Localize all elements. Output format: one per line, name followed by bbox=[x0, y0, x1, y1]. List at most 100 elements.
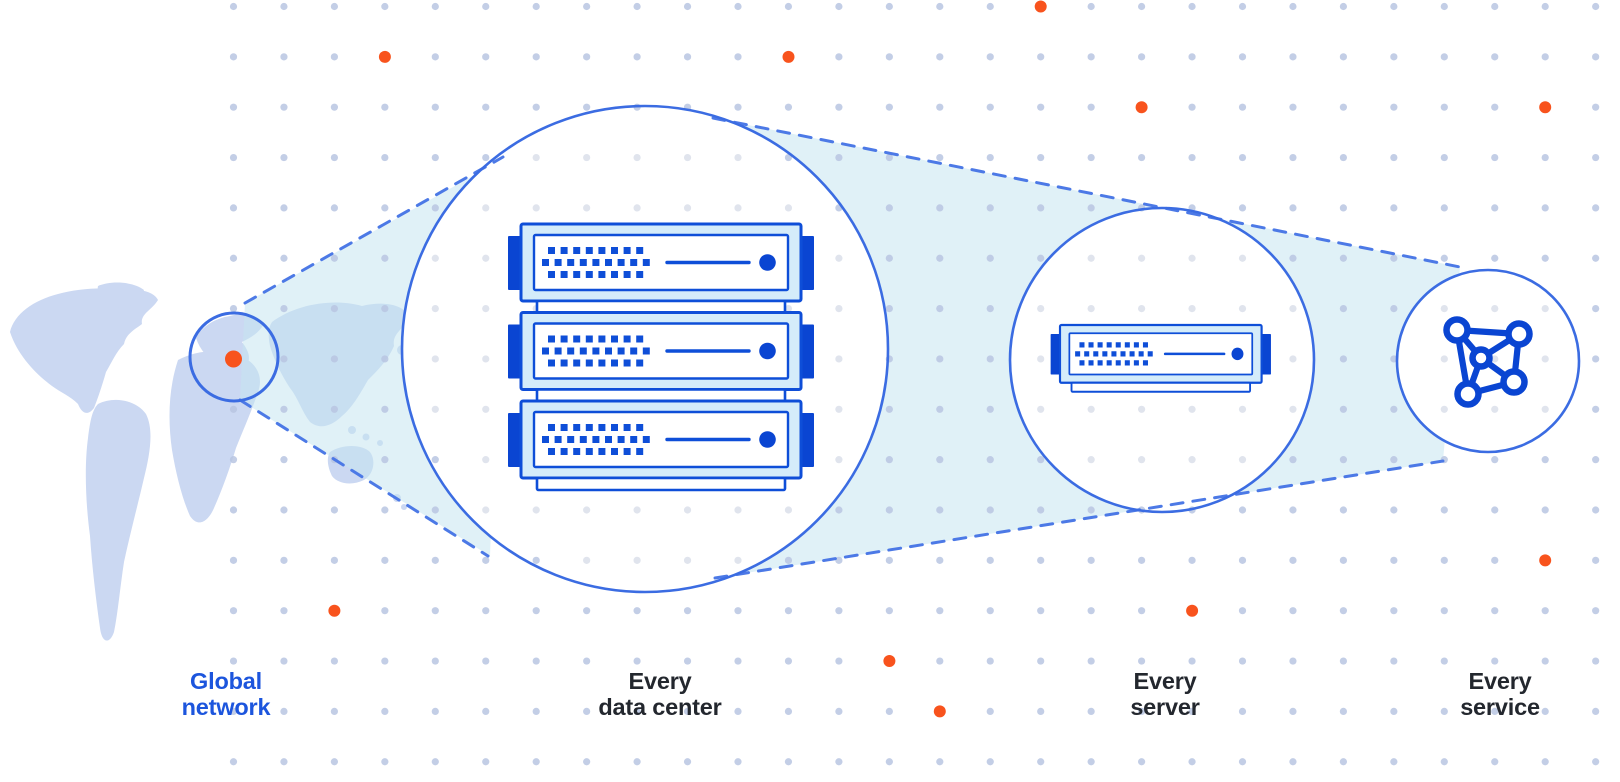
grid-dot bbox=[1238, 506, 1247, 514]
grid-dot bbox=[280, 153, 288, 162]
grid-dot bbox=[1592, 103, 1600, 111]
grid-dot bbox=[986, 506, 994, 514]
grid-dot bbox=[229, 305, 238, 313]
grid-dot bbox=[784, 707, 793, 716]
grid-dot bbox=[381, 204, 389, 212]
grid-dot bbox=[1138, 305, 1146, 313]
grid-dot bbox=[1491, 607, 1499, 615]
grid-dot bbox=[229, 657, 238, 665]
grid-dot bbox=[1087, 707, 1095, 716]
grid-dot bbox=[784, 103, 793, 111]
grid-dot bbox=[1592, 204, 1600, 212]
grid-dot bbox=[1289, 758, 1297, 766]
grid-dot bbox=[1238, 456, 1247, 464]
grid-dot bbox=[1339, 405, 1347, 413]
grid-dot bbox=[1440, 2, 1448, 11]
grid-dot bbox=[431, 2, 439, 11]
grid-dot bbox=[583, 556, 591, 564]
grid-dot bbox=[330, 556, 338, 564]
island bbox=[401, 504, 407, 510]
grid-dot bbox=[431, 405, 439, 413]
grid-dot bbox=[986, 405, 994, 413]
grid-dot bbox=[1188, 758, 1196, 766]
grid-dot bbox=[1541, 456, 1549, 464]
grid-dot bbox=[1491, 204, 1499, 212]
grid-dot bbox=[986, 758, 994, 766]
grid-dot bbox=[1238, 707, 1247, 716]
orange-dot bbox=[1135, 101, 1148, 114]
grid-dot bbox=[835, 657, 843, 665]
grid-dot bbox=[229, 405, 238, 413]
grid-dot bbox=[734, 506, 742, 514]
grid-dot bbox=[431, 607, 439, 615]
grid-dot bbox=[482, 2, 490, 11]
grid-dot bbox=[986, 53, 994, 61]
grid-dot bbox=[229, 204, 238, 212]
grid-dot bbox=[734, 707, 742, 716]
grid-dot bbox=[986, 2, 994, 11]
grid-dot bbox=[532, 53, 540, 61]
grid-dot bbox=[784, 506, 793, 514]
grid-dot bbox=[1037, 355, 1045, 363]
grid-dot bbox=[936, 53, 944, 61]
circle-outlines bbox=[188, 104, 1581, 594]
grid-dot bbox=[1238, 254, 1247, 262]
grid-dot bbox=[431, 254, 439, 262]
grid-dot bbox=[431, 707, 439, 716]
grid-dot bbox=[734, 53, 742, 61]
orange-dot bbox=[1034, 0, 1047, 13]
grid-dot bbox=[1440, 153, 1448, 162]
grid-dot bbox=[835, 456, 843, 464]
grid-dot bbox=[532, 758, 540, 766]
grid-dot bbox=[1592, 707, 1600, 716]
grid-dot bbox=[330, 2, 338, 11]
orange-dot bbox=[1186, 604, 1199, 617]
grid-dot bbox=[986, 305, 994, 313]
grid-dot bbox=[330, 204, 338, 212]
grid-dot bbox=[784, 607, 793, 615]
grid-dot bbox=[532, 607, 540, 615]
grid-dot bbox=[1491, 506, 1499, 514]
grid-dot bbox=[1592, 758, 1600, 766]
grid-dot bbox=[885, 53, 893, 61]
grid-dot bbox=[986, 607, 994, 615]
grid-dot bbox=[936, 103, 944, 111]
grid-dot bbox=[1238, 204, 1247, 212]
grid-dot bbox=[482, 355, 490, 363]
orange-dot bbox=[933, 705, 946, 718]
grid-dot bbox=[784, 2, 793, 11]
grid-dot bbox=[1541, 758, 1549, 766]
grid-dot bbox=[1289, 355, 1297, 363]
continent-greenland bbox=[97, 282, 144, 308]
orange-dot bbox=[328, 604, 341, 617]
grid-dot bbox=[885, 153, 893, 162]
grid-dot bbox=[1188, 707, 1196, 716]
grid-dot bbox=[1289, 657, 1297, 665]
grid-dot bbox=[280, 607, 288, 615]
grid-dot bbox=[583, 657, 591, 665]
grid-dot bbox=[1238, 758, 1247, 766]
grid-dot bbox=[835, 103, 843, 111]
grid-dot bbox=[583, 758, 591, 766]
grid-dot bbox=[1238, 657, 1247, 665]
grid-dot bbox=[1238, 103, 1247, 111]
guide-line-upper-left bbox=[243, 155, 505, 305]
grid-dot bbox=[835, 607, 843, 615]
grid-dot bbox=[482, 204, 490, 212]
grid-dot bbox=[583, 153, 591, 162]
grid-dot bbox=[1491, 103, 1499, 111]
grid-dot bbox=[1188, 254, 1196, 262]
grid-dot bbox=[1138, 405, 1146, 413]
grid-dot bbox=[1339, 707, 1347, 716]
grid-dot bbox=[734, 607, 742, 615]
grid-dot bbox=[683, 53, 692, 61]
grid-dot bbox=[1087, 506, 1095, 514]
grid-dot bbox=[1491, 405, 1499, 413]
grid-dot bbox=[1289, 405, 1297, 413]
grid-dot bbox=[229, 556, 238, 564]
grid-dot bbox=[381, 103, 389, 111]
grid-dot bbox=[1491, 2, 1499, 11]
globe-highlight-circle bbox=[188, 311, 280, 403]
grid-dot bbox=[936, 657, 944, 665]
grid-dot bbox=[532, 103, 540, 111]
